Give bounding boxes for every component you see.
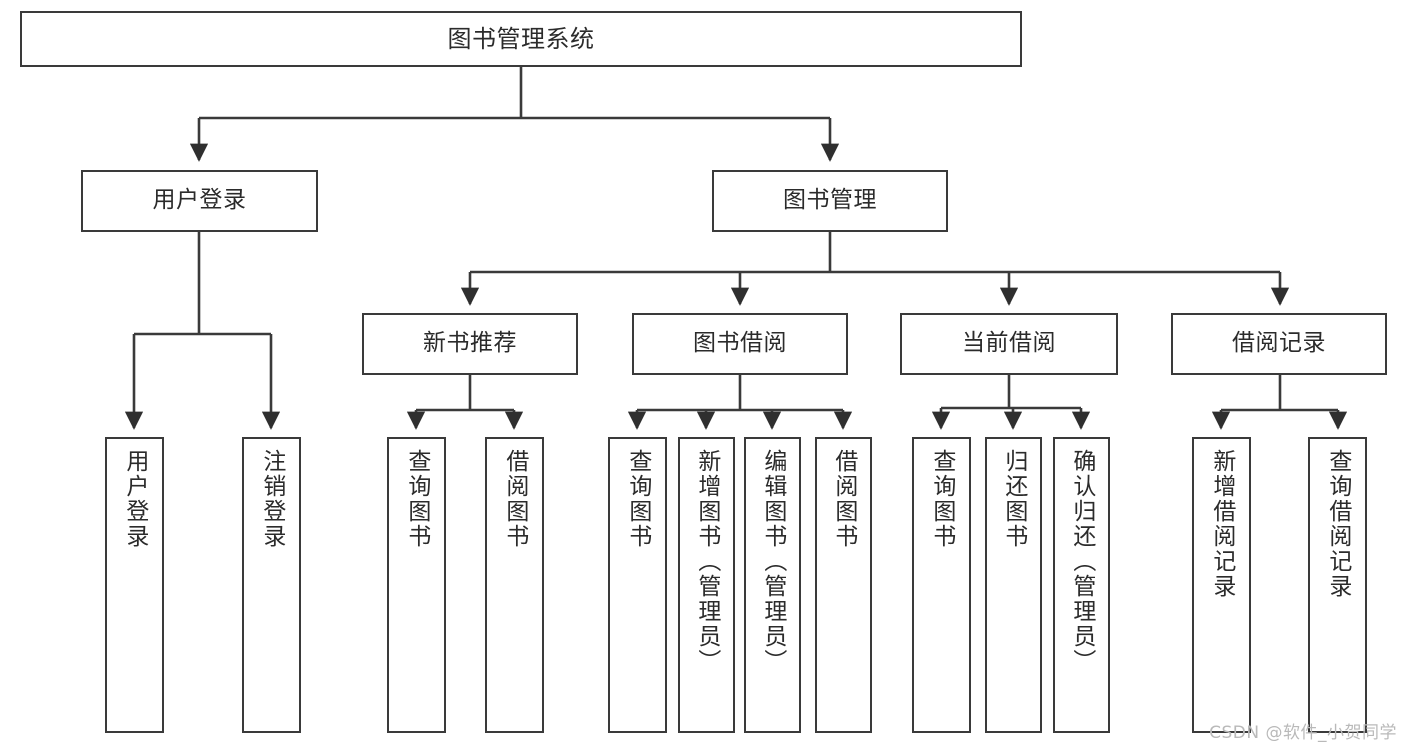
node-label: 图书借阅	[693, 330, 787, 357]
leaf-query-book-borrow[interactable]: 查询图书	[608, 437, 667, 733]
node-label: 当前借阅	[962, 330, 1056, 357]
node-label: 用户登录	[152, 187, 247, 214]
node-label: 借阅图书	[501, 449, 528, 549]
leaf-confirm-return-admin[interactable]: 确认归还（管理员）	[1053, 437, 1110, 733]
node-current-borrow[interactable]: 当前借阅	[900, 313, 1118, 375]
leaf-query-book-recommend[interactable]: 查询图书	[387, 437, 446, 733]
leaf-query-borrow-record[interactable]: 查询借阅记录	[1308, 437, 1367, 733]
node-label: 查询图书	[928, 449, 955, 549]
node-root-system[interactable]: 图书管理系统	[20, 11, 1022, 67]
node-label: 借阅记录	[1232, 330, 1326, 357]
node-label: 图书管理	[783, 187, 877, 214]
node-label: 图书管理系统	[447, 24, 595, 53]
leaf-user-login[interactable]: 用户登录	[105, 437, 164, 733]
leaf-add-borrow-record[interactable]: 新增借阅记录	[1192, 437, 1251, 733]
leaf-return-book[interactable]: 归还图书	[985, 437, 1042, 733]
node-label: 编辑图书（管理员）	[759, 449, 786, 674]
node-book-borrow[interactable]: 图书借阅	[632, 313, 848, 375]
node-label: 借阅图书	[830, 449, 857, 549]
node-book-manage[interactable]: 图书管理	[712, 170, 948, 232]
node-label: 新书推荐	[423, 330, 517, 357]
node-label: 用户登录	[121, 449, 148, 549]
node-label: 归还图书	[1000, 449, 1027, 549]
node-new-book-recommend[interactable]: 新书推荐	[362, 313, 578, 375]
leaf-logout[interactable]: 注销登录	[242, 437, 301, 733]
node-label: 查询图书	[624, 449, 651, 549]
leaf-add-book-admin[interactable]: 新增图书（管理员）	[678, 437, 735, 733]
node-label: 新增图书（管理员）	[693, 449, 720, 674]
csdn-watermark: CSDN @软件_小贺同学	[1209, 723, 1397, 743]
node-user-login[interactable]: 用户登录	[81, 170, 318, 232]
leaf-borrow-book-recommend[interactable]: 借阅图书	[485, 437, 544, 733]
leaf-borrow-book[interactable]: 借阅图书	[815, 437, 872, 733]
node-label: 确认归还（管理员）	[1068, 449, 1095, 674]
node-label: 注销登录	[258, 449, 285, 549]
leaf-edit-book-admin[interactable]: 编辑图书（管理员）	[744, 437, 801, 733]
node-borrow-record[interactable]: 借阅记录	[1171, 313, 1387, 375]
leaf-query-book-current[interactable]: 查询图书	[912, 437, 971, 733]
node-label: 查询图书	[403, 449, 430, 549]
node-label: 新增借阅记录	[1208, 449, 1235, 599]
node-label: 查询借阅记录	[1324, 449, 1351, 599]
